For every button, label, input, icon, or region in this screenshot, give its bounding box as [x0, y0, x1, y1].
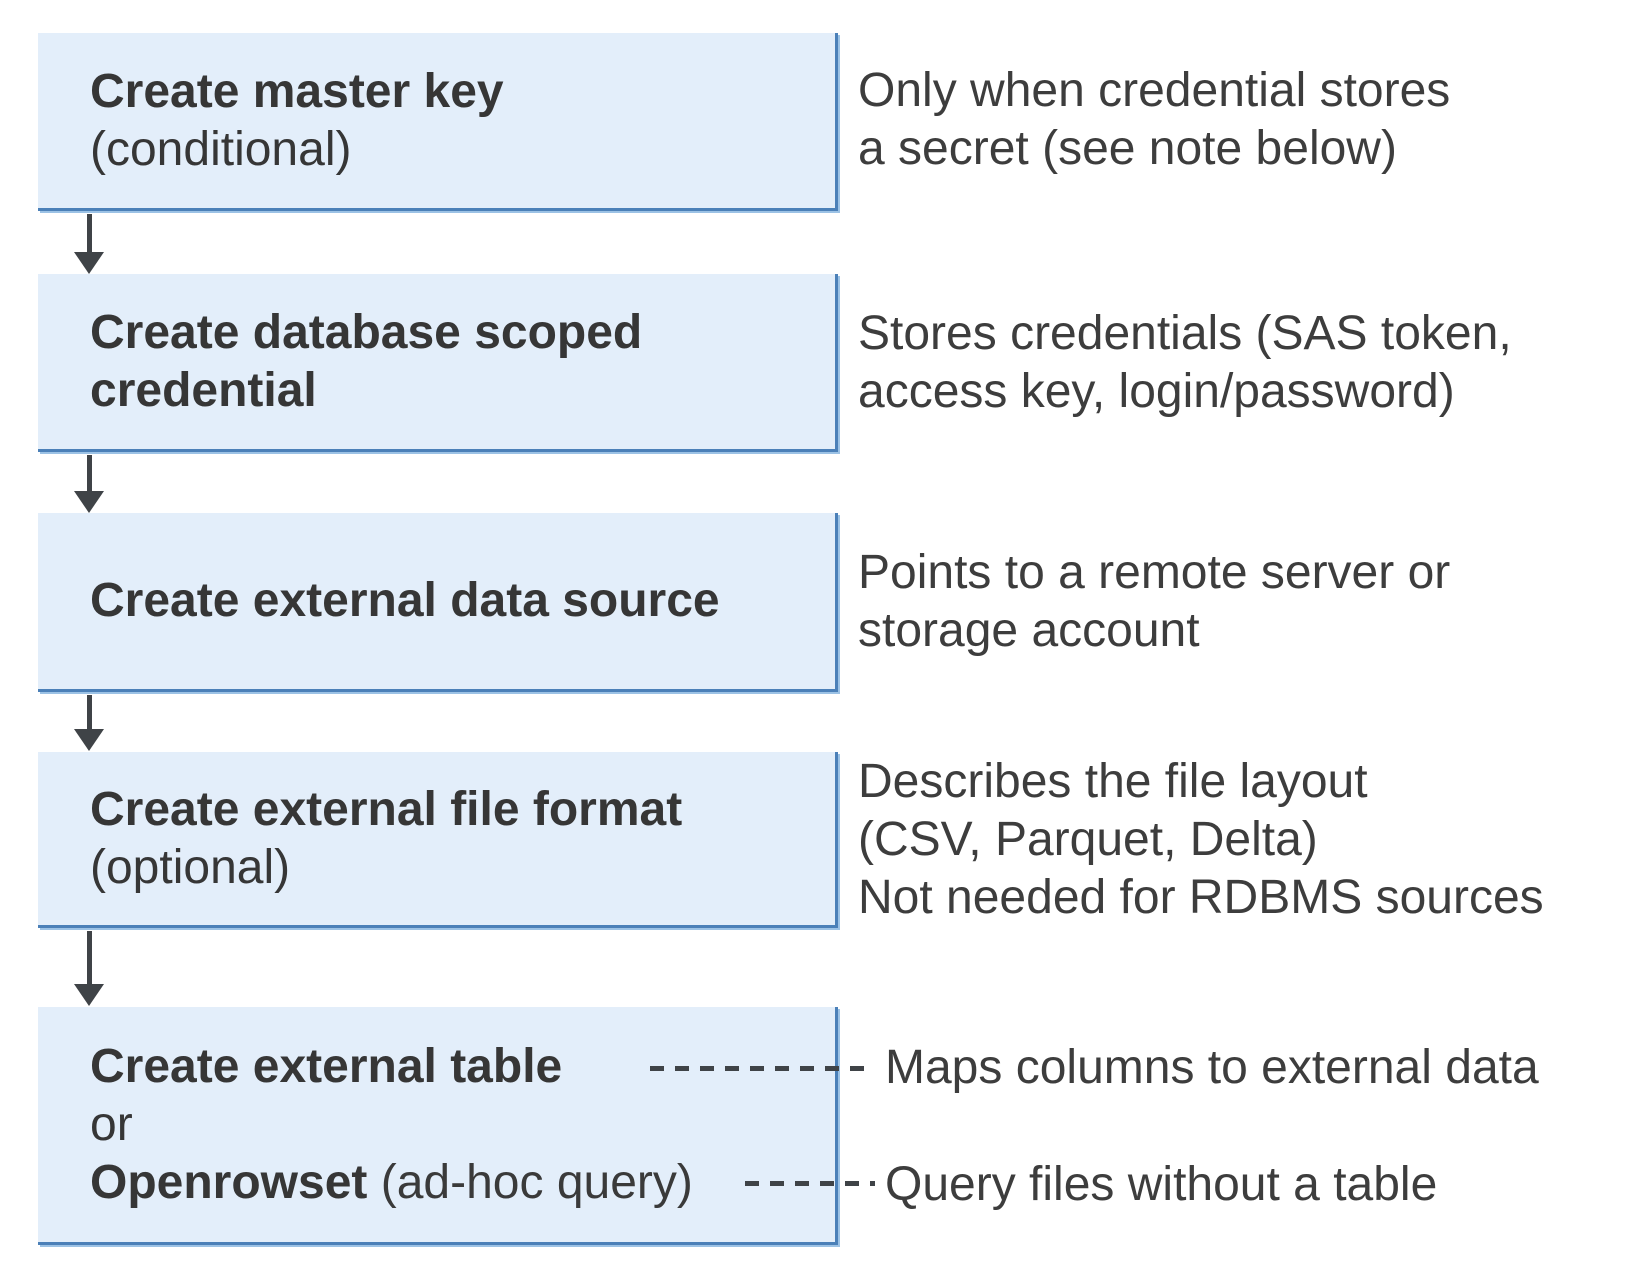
flow-arrow: [74, 455, 104, 513]
arrow-head-icon: [74, 729, 104, 751]
step-title: Create master key: [90, 64, 504, 118]
step-alt-title: Openrowset: [90, 1155, 368, 1209]
arrow-head-icon: [74, 984, 104, 1006]
step-alt-qualifier: (ad-hoc query): [380, 1155, 693, 1209]
flow-arrow: [74, 931, 104, 1006]
dashed-connector-openrowset: [745, 1181, 875, 1186]
arrow-stem: [86, 931, 92, 984]
step-title: Create external file format: [90, 782, 683, 836]
step-note: Maps columns to external data: [885, 1041, 1539, 1094]
step-note: Points to a remote server or storage acc…: [858, 546, 1451, 657]
step-qualifier: (conditional): [90, 122, 352, 176]
step-alt-title-line: Openrowset (ad-hoc query): [90, 1154, 815, 1212]
arrow-head-icon: [74, 491, 104, 513]
step-note: Describes the file layout (CSV, Parquet,…: [858, 755, 1544, 924]
arrow-stem: [86, 214, 92, 252]
arrow-stem: [86, 695, 92, 729]
flow-arrow: [74, 214, 104, 274]
arrow-stem: [86, 455, 92, 491]
step-or-label: or: [90, 1097, 133, 1151]
step-box-database-scoped-credential: Create database scoped credential: [38, 274, 838, 452]
step-qualifier: (optional): [90, 840, 291, 894]
flow-arrow: [74, 695, 104, 751]
step-box-external-table-or-openrowset: Create external table or Openrowset (ad-…: [38, 1007, 838, 1245]
step-note: Query files without a table: [885, 1158, 1438, 1211]
step-note: Only when credential stores a secret (se…: [858, 64, 1451, 175]
step-title: Create database scoped credential: [90, 305, 643, 417]
step-box-master-key: Create master key (conditional): [38, 33, 838, 211]
arrow-head-icon: [74, 252, 104, 274]
step-box-external-data-source: Create external data source: [38, 513, 838, 692]
step-note: Stores credentials (SAS token, access ke…: [858, 307, 1512, 418]
step-title: Create external table: [90, 1039, 563, 1093]
dashed-connector-table: [650, 1066, 875, 1071]
step-box-external-file-format: Create external file format (optional): [38, 752, 838, 928]
step-title: Create external data source: [90, 574, 720, 627]
